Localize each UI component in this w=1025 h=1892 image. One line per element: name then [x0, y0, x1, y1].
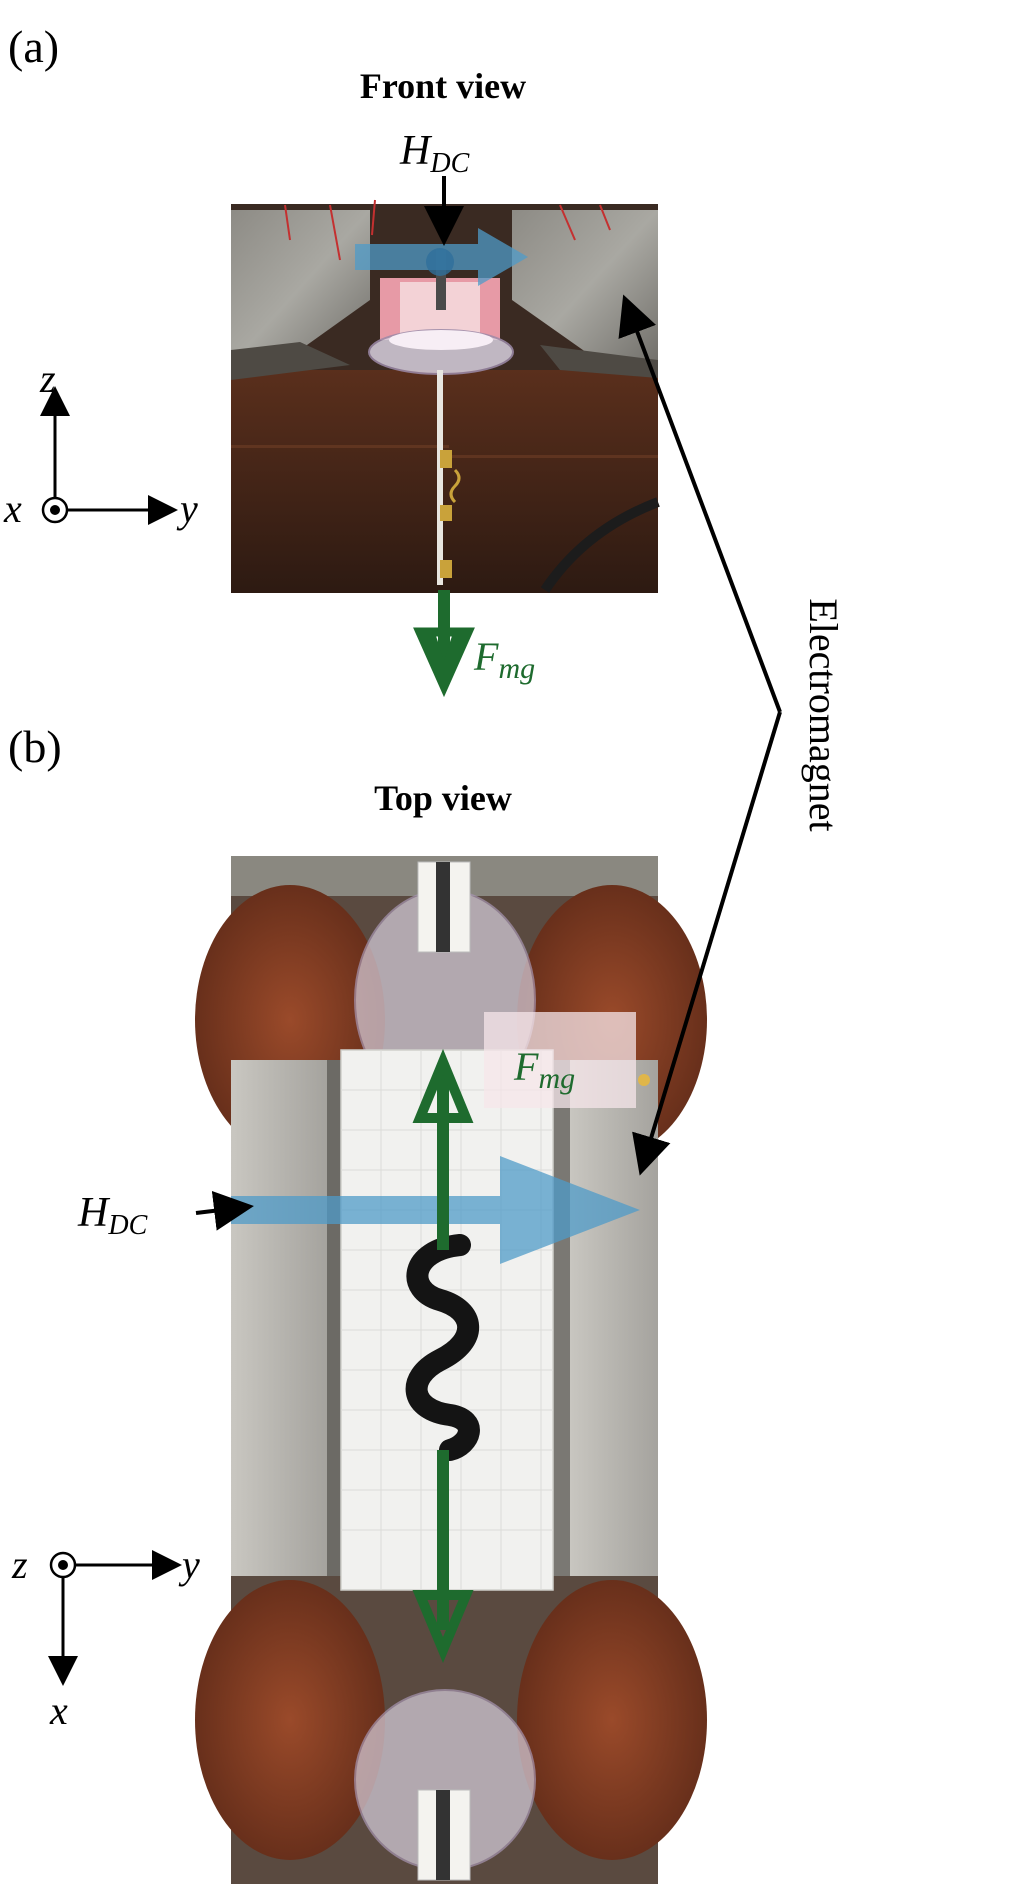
panel-b-axis-vertical: x: [49, 1688, 68, 1733]
panel-a-title: Front view: [360, 66, 526, 106]
coil-right: [444, 370, 658, 593]
panel-b-axis-horizontal: y: [178, 1542, 200, 1587]
electromagnet-label: Electromagnet: [801, 598, 846, 831]
panel-a-axis-horizontal: y: [176, 486, 198, 531]
hanging-rod: [437, 370, 443, 585]
panel-b: (b) Top view: [8, 721, 707, 1884]
panel-b-force-label-main: F: [513, 1044, 539, 1089]
panel-a-axis-vertical: z: [39, 356, 56, 401]
panel-a-force-label-sub: mg: [498, 652, 535, 685]
panel-b-field-label-sub: DC: [107, 1210, 147, 1241]
panel-b-force-label: Fmg: [513, 1044, 575, 1095]
panel-a: (a) Front view HDC: [3, 21, 660, 698]
panel-b-force-label-sub: mg: [538, 1062, 575, 1095]
top-field-arrow: [231, 1156, 640, 1264]
electromagnet-callout: Electromagnet: [618, 294, 846, 1176]
panel-b-axis-out: z: [11, 1542, 28, 1587]
pole-left: [231, 210, 370, 365]
panel-a-force-label-main: F: [473, 634, 499, 679]
panel-b-field-label: HDC: [77, 1190, 148, 1241]
pole-top-left: [231, 1060, 327, 1576]
panel-b-axes: z y x: [11, 1542, 200, 1733]
panel-a-field-label-sub: DC: [429, 148, 469, 179]
pole-top-right: [568, 1060, 658, 1576]
top-view-photo: [195, 856, 707, 1884]
panel-a-label: (a): [8, 21, 59, 72]
front-view-photo: [231, 199, 660, 593]
coil-left: [231, 370, 449, 593]
front-force-arrow: [413, 590, 475, 698]
top-force-arrow-up: [412, 1048, 474, 1250]
electromagnet-arrow-bottom: [632, 711, 782, 1176]
helical-robot: [405, 1234, 480, 1461]
panel-b-field-label-main: H: [77, 1190, 111, 1236]
panel-a-force-label: Fmg: [473, 634, 535, 685]
panel-a-axis-out: x: [3, 486, 22, 531]
top-field-label-arrow: [195, 1190, 254, 1231]
top-force-arrow-down: [412, 1450, 474, 1663]
electromagnet-arrow-top: [618, 294, 782, 713]
panel-a-field-label-main: H: [399, 128, 433, 174]
panel-a-field-label: HDC: [399, 128, 470, 179]
panel-b-title: Top view: [374, 778, 512, 818]
panel-a-axes: z y x: [3, 356, 198, 531]
panel-b-label: (b): [8, 721, 62, 772]
